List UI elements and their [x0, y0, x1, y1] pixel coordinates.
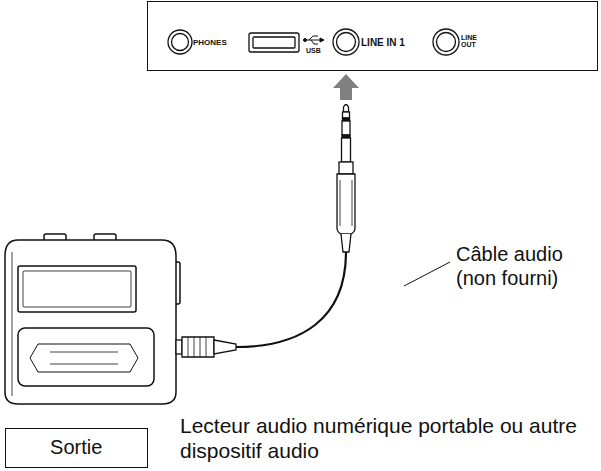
usb-symbol: [304, 36, 325, 44]
audio-plug: [337, 105, 355, 253]
line-in-jack-inner: [337, 33, 356, 52]
jack-label: LINE IN 1: [361, 38, 405, 49]
cable-label: Câble audio (non fourni): [456, 242, 596, 290]
line-in-jack: [333, 29, 359, 55]
device-panel: PHONES USB LINE IN 1 LINE OUT: [147, 1, 598, 71]
jack-label: LINE OUT: [461, 34, 477, 49]
audio-cable: [236, 252, 346, 347]
portable-player: [5, 234, 180, 404]
player-plug: [176, 337, 236, 357]
phones-jack-inner: [172, 34, 189, 51]
phones-jack: [168, 30, 192, 54]
leader-line: [404, 262, 450, 286]
jack-label: PHONES: [193, 39, 227, 47]
line-out-jack-inner: [437, 33, 456, 52]
port-label: USB: [306, 47, 321, 54]
line-out-jack: [433, 29, 459, 55]
usb-port-inner: [253, 37, 295, 48]
insert-arrow: [333, 74, 359, 100]
device-description: Lecteur audio numérique portable ou autr…: [180, 413, 596, 463]
output-box: Sortie: [5, 428, 148, 468]
usb-port: [249, 33, 299, 52]
box-label: Sortie: [50, 437, 102, 458]
